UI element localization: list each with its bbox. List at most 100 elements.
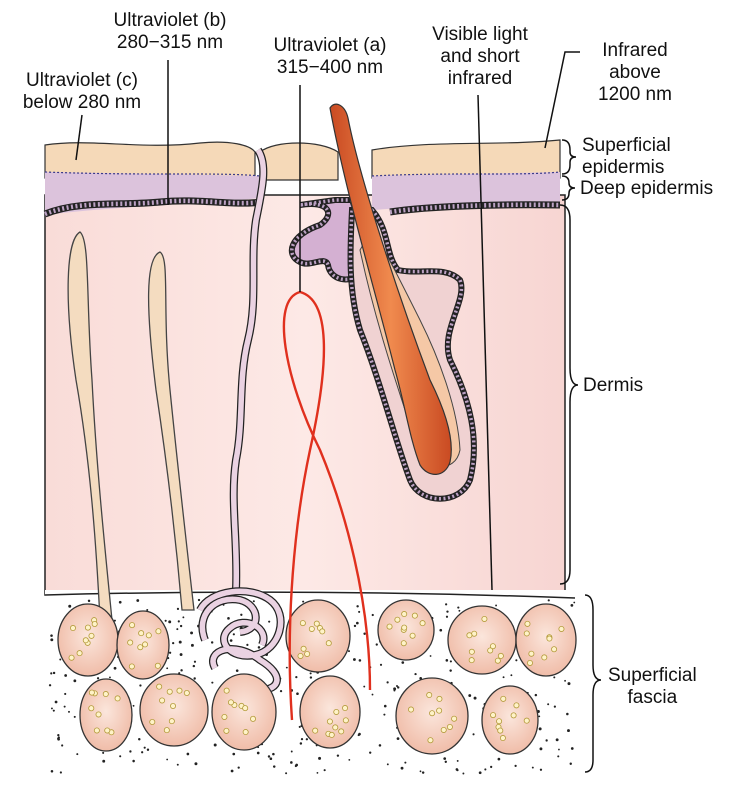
label-superficial-fascia: Superficial fascia bbox=[608, 665, 697, 709]
fat-droplet bbox=[139, 631, 144, 636]
fat-droplet bbox=[83, 638, 88, 643]
fat-droplet bbox=[305, 651, 310, 656]
stipple-dot bbox=[64, 693, 66, 695]
superficial-epidermis-layer-right bbox=[372, 140, 560, 178]
stipple-dot bbox=[554, 706, 556, 708]
stipple-dot bbox=[498, 758, 501, 761]
fat-droplet bbox=[334, 709, 339, 714]
stipple-dot bbox=[55, 701, 58, 704]
stipple-dot bbox=[285, 772, 287, 774]
stipple-dot bbox=[51, 707, 53, 709]
label-uvc-line2: below 280 nm bbox=[2, 92, 162, 114]
stipple-dot bbox=[363, 633, 365, 635]
fat-droplet bbox=[228, 700, 233, 705]
stipple-dot bbox=[337, 755, 339, 757]
stipple-dot bbox=[556, 738, 559, 741]
stipple-dot bbox=[190, 631, 193, 634]
stipple-dot bbox=[273, 765, 275, 767]
stipple-dot bbox=[548, 599, 550, 601]
fat-droplet bbox=[498, 653, 503, 658]
stipple-dot bbox=[397, 686, 399, 688]
fat-droplet bbox=[333, 725, 338, 730]
label-uvb-line2: 280−315 nm bbox=[100, 32, 240, 54]
fat-droplet bbox=[401, 641, 406, 646]
stipple-dot bbox=[302, 601, 304, 603]
stipple-dot bbox=[564, 680, 566, 682]
stipple-dot bbox=[258, 646, 261, 649]
stipple-dot bbox=[514, 765, 516, 767]
fat-droplet bbox=[329, 732, 334, 737]
stipple-dot bbox=[449, 669, 451, 671]
label-visible-line2: and short bbox=[415, 46, 545, 68]
stipple-dot bbox=[141, 751, 143, 753]
stipple-dot bbox=[571, 747, 574, 750]
fat-droplet bbox=[157, 684, 162, 689]
stipple-dot bbox=[317, 772, 319, 774]
label-superficial-fascia-line1: Superficial bbox=[608, 665, 697, 687]
stipple-dot bbox=[393, 687, 396, 690]
stipple-dot bbox=[380, 664, 382, 666]
stipple-dot bbox=[557, 755, 559, 757]
stipple-dot bbox=[132, 760, 135, 763]
fat-lobule bbox=[448, 606, 516, 674]
stipple-dot bbox=[147, 749, 149, 751]
stipple-dot bbox=[88, 600, 90, 602]
stipple-dot bbox=[446, 659, 449, 662]
stipple-dot bbox=[191, 644, 194, 647]
stipple-dot bbox=[50, 638, 53, 641]
label-uva-line1: Ultraviolet (a) bbox=[255, 35, 405, 57]
stipple-dot bbox=[290, 761, 293, 764]
fat-lobule bbox=[212, 674, 276, 750]
stipple-dot bbox=[310, 672, 312, 674]
fat-droplet bbox=[542, 655, 547, 660]
stipple-dot bbox=[286, 667, 288, 669]
stipple-dot bbox=[51, 770, 54, 773]
fat-droplet bbox=[243, 729, 248, 734]
fat-droplet bbox=[129, 623, 134, 628]
fat-droplet bbox=[501, 696, 506, 701]
stipple-dot bbox=[379, 744, 382, 747]
stipple-dot bbox=[553, 676, 555, 678]
stipple-dot bbox=[64, 706, 66, 708]
fat-droplet bbox=[77, 651, 82, 656]
stipple-dot bbox=[194, 762, 197, 765]
fat-droplet bbox=[427, 692, 432, 697]
stipple-dot bbox=[102, 760, 105, 763]
stipple-dot bbox=[211, 682, 213, 684]
fat-droplet bbox=[551, 647, 556, 652]
stipple-dot bbox=[387, 763, 389, 765]
stipple-dot bbox=[401, 767, 404, 770]
fat-droplet bbox=[500, 735, 505, 740]
stipple-dot bbox=[97, 677, 99, 679]
fat-droplet bbox=[224, 728, 229, 733]
fat-droplet bbox=[529, 651, 534, 656]
stipple-dot bbox=[270, 757, 273, 760]
stipple-dot bbox=[272, 753, 275, 756]
fat-droplet bbox=[320, 629, 325, 634]
fat-droplet bbox=[103, 691, 108, 696]
stipple-dot bbox=[57, 738, 60, 741]
fat-droplet bbox=[524, 718, 529, 723]
stipple-dot bbox=[53, 672, 55, 674]
stipple-dot bbox=[50, 634, 53, 637]
stipple-dot bbox=[50, 672, 52, 674]
fat-lobule bbox=[80, 679, 132, 751]
label-uvc-line1: Ultraviolet (c) bbox=[2, 70, 162, 92]
fat-droplet bbox=[92, 621, 97, 626]
stipple-dot bbox=[445, 603, 447, 605]
stipple-dot bbox=[172, 642, 174, 644]
fat-droplet bbox=[326, 641, 331, 646]
label-infrared: Infrared above 1200 nm bbox=[580, 40, 690, 106]
stipple-dot bbox=[484, 768, 486, 770]
fat-droplet bbox=[85, 625, 90, 630]
stipple-dot bbox=[558, 749, 560, 751]
fat-droplet bbox=[70, 625, 75, 630]
fat-droplet bbox=[313, 728, 318, 733]
stipple-dot bbox=[457, 607, 459, 609]
label-superficial-epidermis-line1: Superficial bbox=[582, 135, 671, 157]
fat-droplet bbox=[498, 728, 503, 733]
stipple-dot bbox=[236, 669, 239, 672]
stipple-dot bbox=[280, 690, 282, 692]
stipple-dot bbox=[353, 658, 356, 661]
fat-droplet bbox=[309, 626, 314, 631]
